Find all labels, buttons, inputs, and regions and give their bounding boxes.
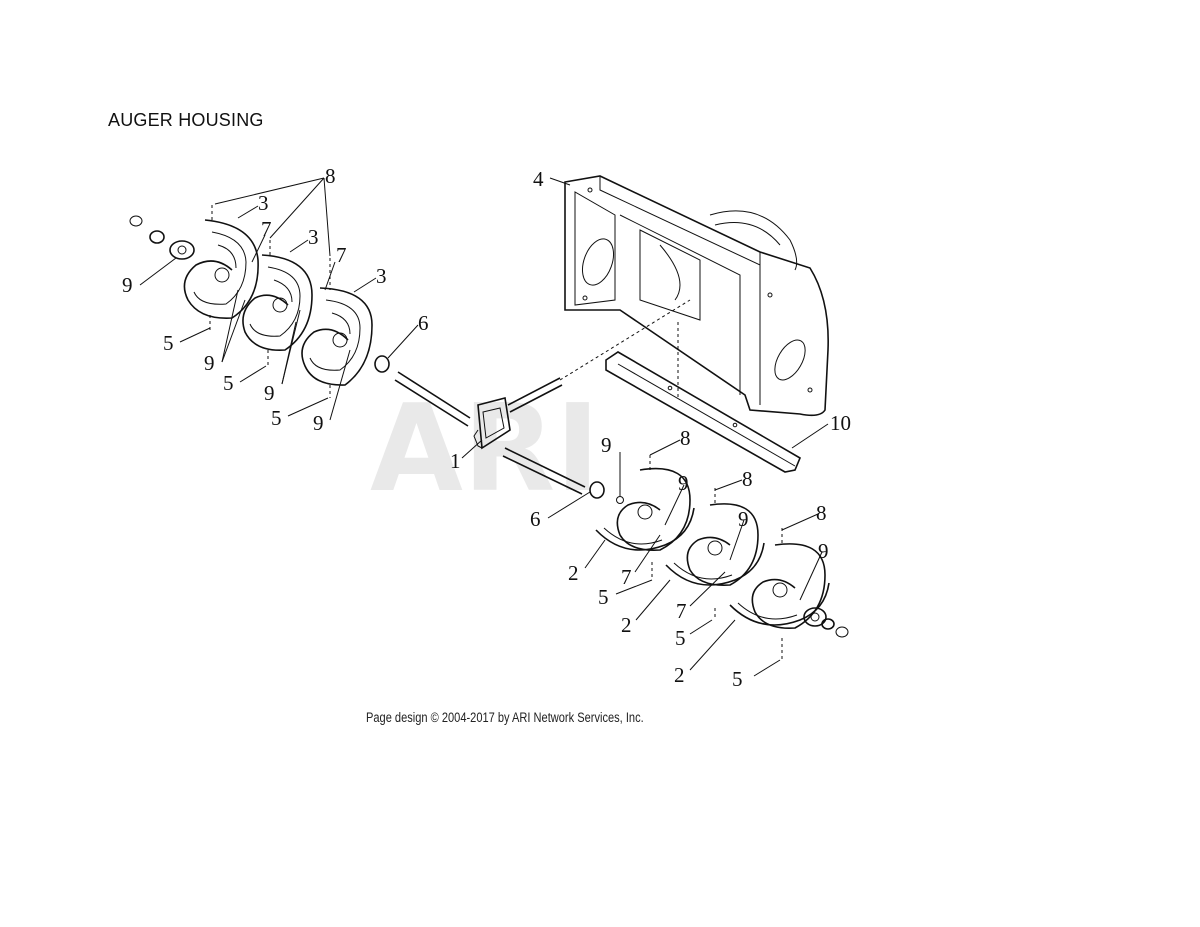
leader-lines xyxy=(139,177,829,677)
callout-10: 10 xyxy=(830,411,851,435)
callout-9: 9 xyxy=(313,411,324,435)
callout-9: 9 xyxy=(601,433,612,457)
callout-4: 4 xyxy=(533,167,544,191)
auger-shaft-part[interactable] xyxy=(394,299,691,495)
left-auger-flight-1[interactable] xyxy=(183,219,259,319)
callout-3: 3 xyxy=(376,264,387,288)
callout-8: 8 xyxy=(742,467,753,491)
left-end-bearing-part[interactable] xyxy=(129,215,195,260)
callout-8: 8 xyxy=(325,164,336,188)
callout-2: 2 xyxy=(621,613,632,637)
right-auger-flight-3[interactable] xyxy=(729,543,830,629)
right-end-bearing-part[interactable] xyxy=(803,607,849,638)
right-auger-flight-1[interactable] xyxy=(595,467,695,552)
callout-6: 6 xyxy=(530,507,541,531)
callout-2: 2 xyxy=(568,561,579,585)
callout-1: 1 xyxy=(450,449,461,473)
callout-5: 5 xyxy=(223,371,234,395)
callout-7: 7 xyxy=(261,217,272,241)
callout-9: 9 xyxy=(264,381,275,405)
bearing-upper-part[interactable] xyxy=(374,355,390,373)
callout-8: 8 xyxy=(680,426,691,450)
right-auger-flight-2[interactable] xyxy=(665,503,765,587)
callout-labels: 8 3 7 3 7 3 9 5 9 5 9 5 9 6 1 4 10 9 8 9… xyxy=(122,164,851,691)
callout-9: 9 xyxy=(738,507,749,531)
callout-5: 5 xyxy=(675,626,686,650)
bearing-lower-part[interactable] xyxy=(589,481,605,499)
callout-7: 7 xyxy=(621,565,632,589)
callout-5: 5 xyxy=(598,585,609,609)
scraper-bar-part[interactable] xyxy=(605,351,802,473)
callout-3: 3 xyxy=(258,191,269,215)
callout-9: 9 xyxy=(204,351,215,375)
callout-2: 2 xyxy=(674,663,685,687)
callout-5: 5 xyxy=(163,331,174,355)
auger-housing-part[interactable] xyxy=(564,175,829,417)
left-auger-flight-2[interactable] xyxy=(242,254,313,351)
left-auger-flight-3[interactable] xyxy=(301,287,373,386)
callout-5: 5 xyxy=(732,667,743,691)
callout-7: 7 xyxy=(336,243,347,267)
callout-9: 9 xyxy=(678,471,689,495)
diagram-title: AUGER HOUSING xyxy=(108,110,264,130)
callout-9: 9 xyxy=(122,273,133,297)
callout-6: 6 xyxy=(418,311,429,335)
callout-5: 5 xyxy=(271,406,282,430)
callout-8: 8 xyxy=(816,501,827,525)
copyright-footer: Page design © 2004-2017 by ARI Network S… xyxy=(366,710,644,725)
callout-7: 7 xyxy=(676,599,687,623)
callout-9: 9 xyxy=(818,539,829,563)
watermark: ARI xyxy=(370,380,600,519)
callout-3: 3 xyxy=(308,225,319,249)
